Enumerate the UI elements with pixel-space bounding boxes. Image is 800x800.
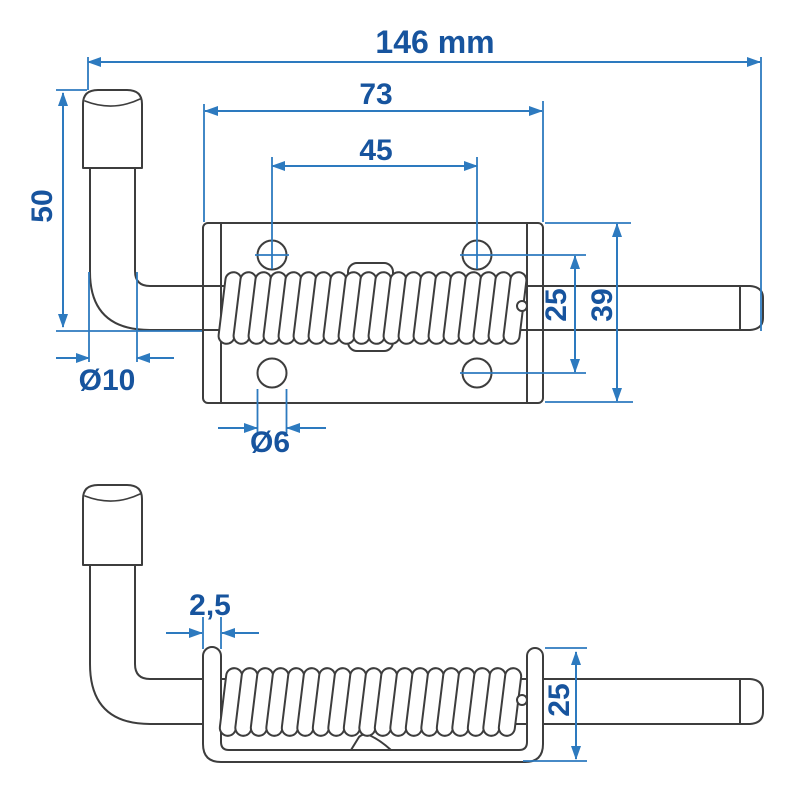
spring-top-view bbox=[217, 271, 528, 345]
spring-end-wire bbox=[516, 300, 528, 312]
handle-cap-dome-line-side bbox=[84, 493, 141, 502]
dim-handle-height: 50 bbox=[26, 189, 59, 223]
dim-bracket-length: 73 bbox=[359, 78, 393, 111]
mounting-plate bbox=[202, 222, 544, 404]
bolt-tip-top-view bbox=[739, 285, 764, 331]
dim-pin-diameter: Ø10 bbox=[78, 364, 136, 397]
top-view bbox=[82, 89, 764, 404]
dim-hole-diameter: Ø6 bbox=[249, 426, 291, 459]
dim-bracket-width: 39 bbox=[586, 288, 619, 322]
dim-hole-spacing-vertical: 25 bbox=[540, 288, 573, 322]
handle-cap-side-view bbox=[82, 484, 143, 566]
mounting-hole-bottom-left bbox=[256, 357, 288, 389]
guide-block-side-view bbox=[350, 733, 392, 751]
dim-bracket-height: 25 bbox=[543, 683, 576, 717]
spring-end-wire-side bbox=[516, 694, 528, 706]
dim-plate-thickness: 2,5 bbox=[189, 589, 231, 622]
bolt-tip-side-view bbox=[739, 678, 764, 725]
dimension-lines bbox=[56, 57, 762, 762]
dim-hole-spacing-horizontal: 45 bbox=[359, 134, 393, 167]
handle-cap-dome-line bbox=[84, 98, 141, 107]
side-view bbox=[82, 484, 764, 763]
spring-side-view bbox=[218, 667, 523, 737]
handle-cap-top-view bbox=[82, 89, 143, 169]
dim-overall-length: 146 mm bbox=[375, 24, 495, 60]
